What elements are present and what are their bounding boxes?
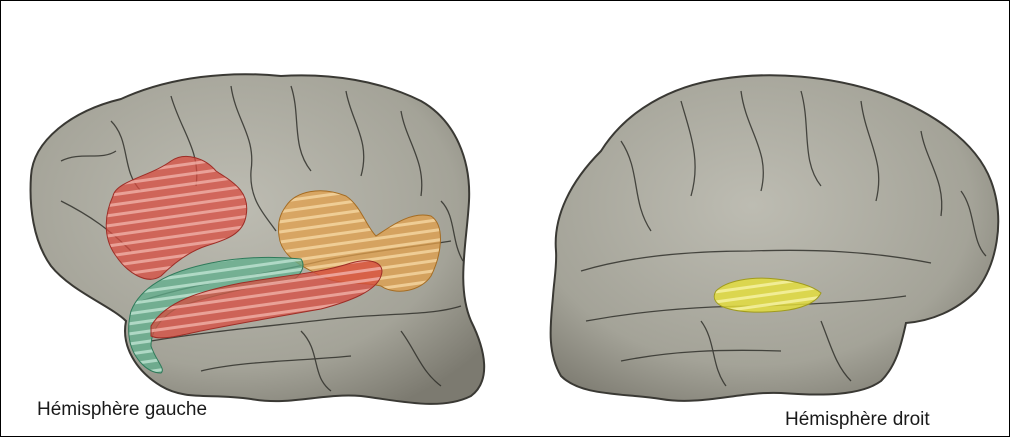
right-hemisphere-label: Hémisphère droit xyxy=(785,409,930,431)
right-hemisphere xyxy=(551,75,999,401)
left-hemisphere-label: Hémisphère gauche xyxy=(37,399,207,421)
right-brain-outline xyxy=(551,75,999,401)
left-hemisphere xyxy=(31,74,485,404)
